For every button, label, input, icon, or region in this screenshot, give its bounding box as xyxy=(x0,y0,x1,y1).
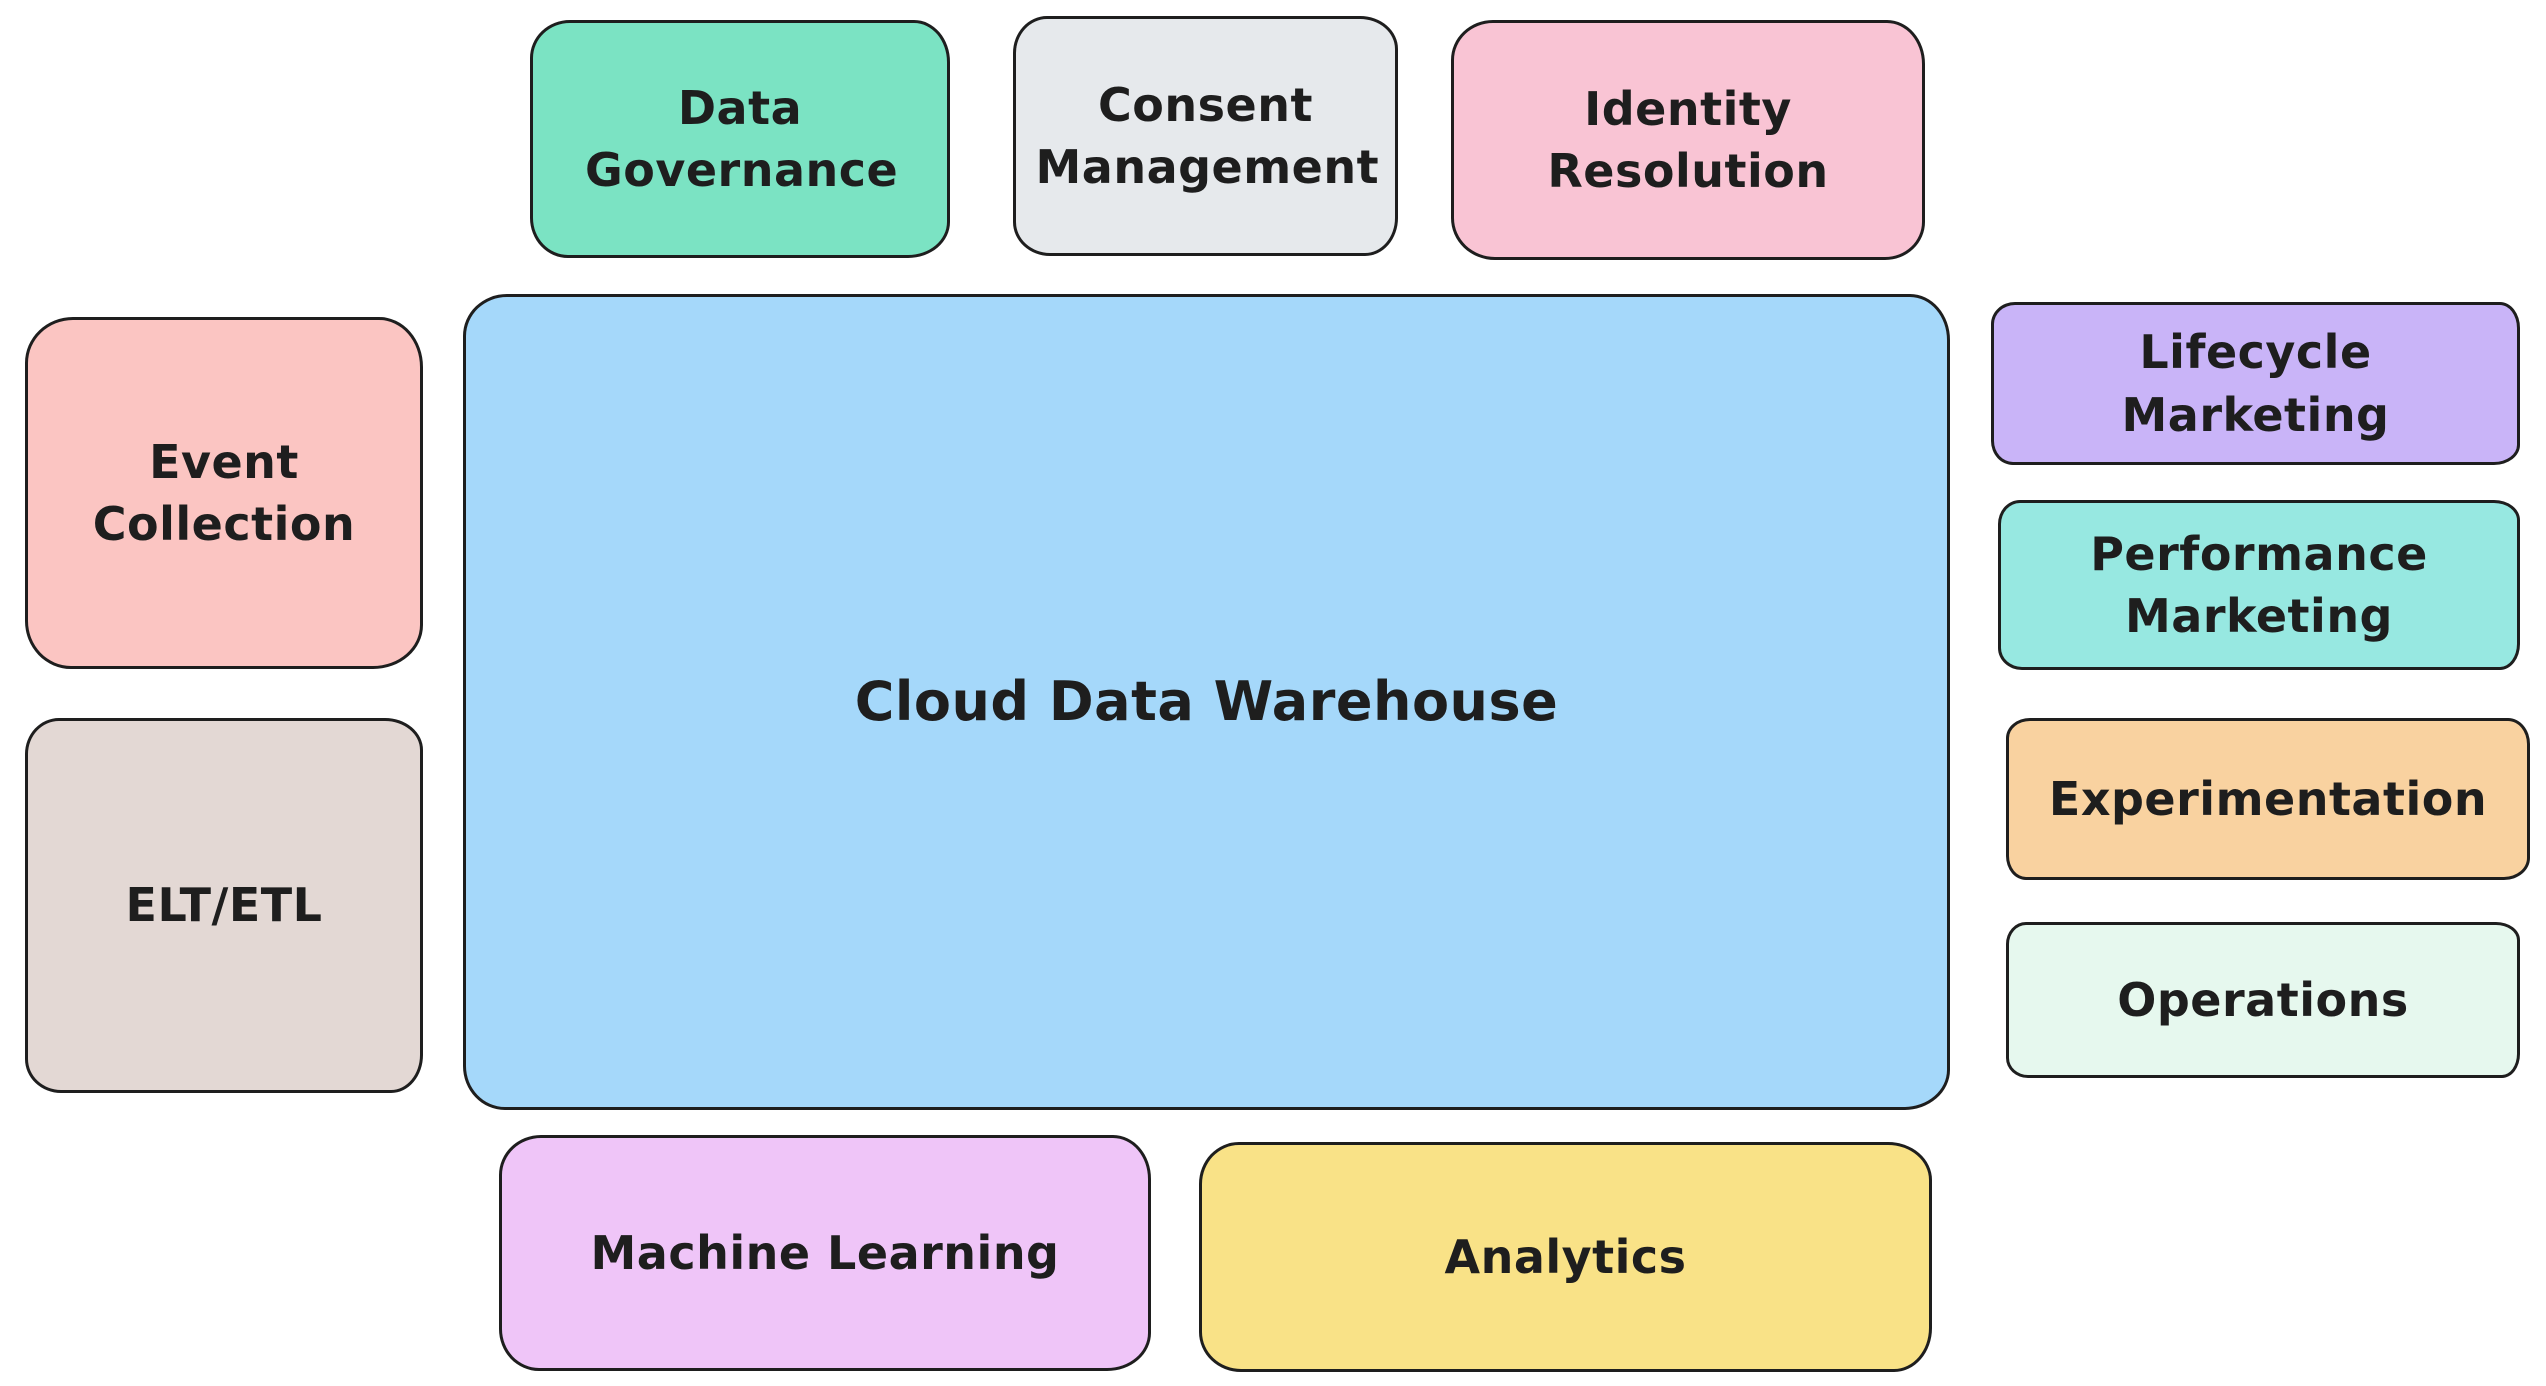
node-label: Machine Learning xyxy=(590,1225,1060,1280)
node-label: Lifecycle Marketing xyxy=(2121,325,2390,442)
node-analytics: Analytics xyxy=(1199,1142,1932,1372)
node-label: Analytics xyxy=(1444,1229,1687,1284)
node-lifecycle-marketing: Lifecycle Marketing xyxy=(1991,302,2520,465)
node-label: Identity Resolution xyxy=(1547,81,1829,198)
node-label: Performance Marketing xyxy=(2090,526,2428,643)
node-label: Cloud Data Warehouse xyxy=(854,669,1559,733)
node-consent-management: Consent Management xyxy=(1013,16,1398,256)
node-label: Event Collection xyxy=(92,434,356,551)
node-label: Data Governance xyxy=(585,80,899,197)
node-experimentation: Experimentation xyxy=(2006,718,2530,880)
node-label: Operations xyxy=(2117,972,2409,1027)
node-label: ELT/ETL xyxy=(125,878,323,933)
node-operations: Operations xyxy=(2006,922,2520,1078)
node-performance-marketing: Performance Marketing xyxy=(1998,500,2520,670)
node-cloud-data-warehouse: Cloud Data Warehouse xyxy=(463,294,1950,1110)
node-label: Experimentation xyxy=(2048,771,2488,826)
node-event-collection: Event Collection xyxy=(25,317,423,669)
node-label: Consent Management xyxy=(1035,77,1380,194)
node-elt-etl: ELT/ETL xyxy=(25,718,423,1093)
node-machine-learning: Machine Learning xyxy=(499,1135,1151,1371)
node-data-governance: Data Governance xyxy=(530,20,950,258)
node-identity-resolution: Identity Resolution xyxy=(1451,20,1925,260)
